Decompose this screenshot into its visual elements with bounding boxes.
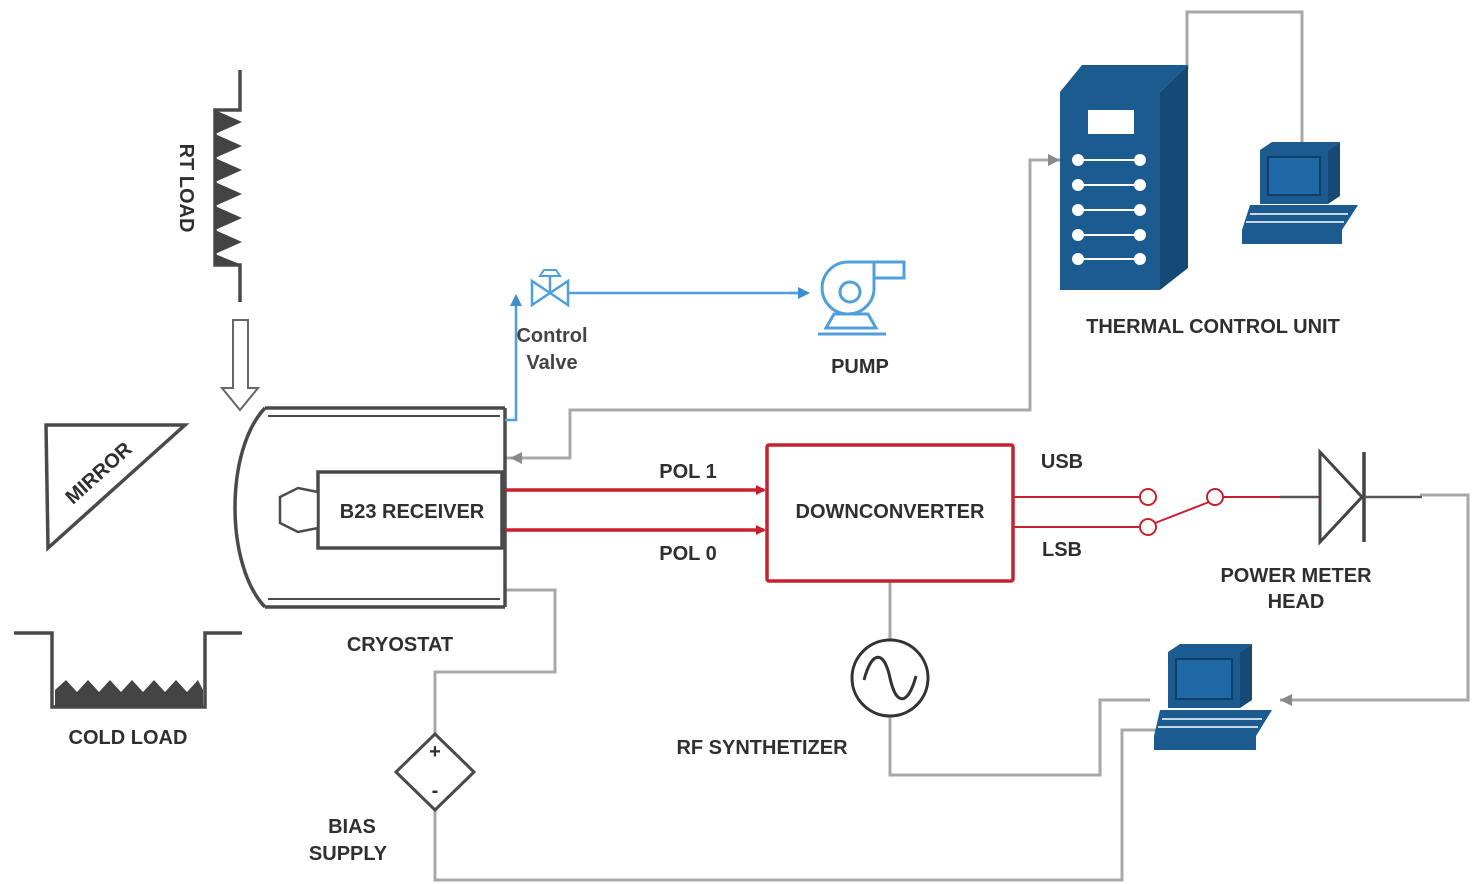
receiver-label: B23 RECEIVER: [340, 501, 485, 523]
downconverter-label: DOWNCONVERTER: [796, 501, 985, 523]
wire-thermal-computer: [1185, 10, 1304, 142]
thermal-control-unit-label: THERMAL CONTROL UNIT: [1086, 316, 1340, 338]
pump-label: PUMP: [831, 356, 889, 378]
bias-supply-label-2: SUPPLY: [309, 843, 388, 865]
wire-bias-computer: [433, 728, 1160, 882]
control-valve-label-1: Control: [516, 325, 587, 347]
bias-plus-label: +: [429, 741, 441, 763]
power-meter-label-2: HEAD: [1268, 591, 1325, 613]
cryostat: CRYOSTAT: [233, 406, 507, 656]
pol1-label: POL 1: [659, 461, 716, 483]
beam-arrow-icon: [219, 319, 261, 412]
wire-rf-computer: [888, 698, 1150, 777]
wire-cryostat-bias: [433, 588, 557, 735]
lsb-label: LSB: [1042, 539, 1082, 561]
gray-wiring: [433, 10, 1470, 882]
cryostat-label: CRYOSTAT: [347, 634, 453, 656]
wire-thermal-cryostat: [505, 158, 1060, 460]
wire-powermeter-computer: [1280, 493, 1470, 702]
pol0-label: POL 0: [659, 543, 716, 565]
signal-lines: POL 1 POL 0: [505, 461, 766, 565]
bias-minus-label: -: [432, 780, 439, 802]
mirror: MIRROR: [44, 423, 190, 552]
computer-icon: [1154, 644, 1272, 750]
horn-icon: [278, 486, 320, 534]
downconverter: DOWNCONVERTER: [765, 443, 1015, 583]
coolant-line: Control Valve PUMP: [505, 260, 906, 422]
diode-icon: [1280, 448, 1422, 546]
bias-supply-icon: + -: [393, 731, 477, 813]
rf-synthesizer-label: RF SYNTHETIZER: [676, 737, 848, 759]
switch-arm-icon: [1154, 501, 1210, 524]
cold-load: COLD LOAD: [14, 631, 242, 749]
computer-icon: [1242, 142, 1358, 244]
usb-label: USB: [1041, 451, 1083, 473]
rt-load: RT LOAD: [175, 70, 242, 302]
rt-load-label: RT LOAD: [175, 144, 197, 233]
sideband-switch: USB LSB: [1013, 451, 1320, 561]
cold-load-label: COLD LOAD: [69, 727, 188, 749]
thermal-control-unit-icon: [1060, 65, 1188, 290]
control-valve-icon: [530, 269, 570, 308]
bias-supply-label-1: BIAS: [328, 816, 376, 838]
power-meter-label-1: POWER METER: [1220, 565, 1372, 587]
rf-synthesizer-icon: [850, 638, 930, 718]
b23-receiver: B23 RECEIVER: [278, 470, 504, 550]
coolant-pipe-up: [505, 297, 518, 422]
control-valve-label-2: Valve: [526, 352, 577, 374]
pump-icon: [818, 260, 906, 336]
